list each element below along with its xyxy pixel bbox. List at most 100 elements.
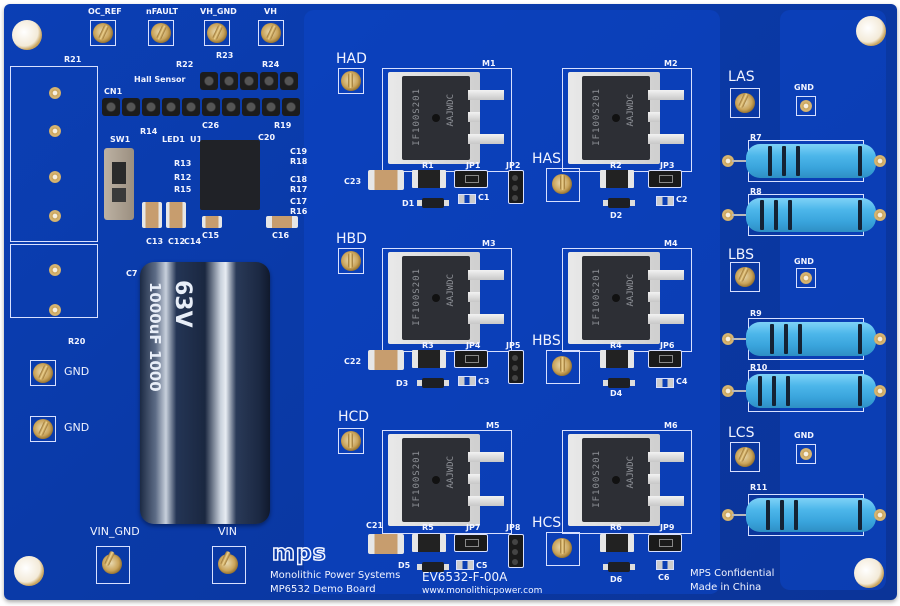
label-c26: C26 bbox=[202, 121, 220, 130]
test-point-lbs[interactable] bbox=[730, 262, 760, 292]
label-c20: C20 bbox=[258, 133, 276, 142]
label-d1: D1 bbox=[402, 199, 415, 208]
jumper-jp9[interactable] bbox=[648, 534, 682, 552]
test-point-nfault[interactable] bbox=[148, 20, 174, 46]
jumper-jp5[interactable] bbox=[508, 350, 524, 384]
label-m3: M3 bbox=[482, 239, 496, 248]
label-had: HAD bbox=[336, 51, 367, 67]
r20-pad-1 bbox=[49, 264, 61, 276]
test-point-vin-gnd[interactable] bbox=[96, 546, 130, 584]
label-hbd: HBD bbox=[336, 231, 367, 247]
test-point-las[interactable] bbox=[730, 88, 760, 118]
test-point-hbs[interactable] bbox=[546, 350, 580, 384]
jumper-jp6[interactable] bbox=[648, 350, 682, 368]
mounting-hole-top-right bbox=[856, 16, 886, 46]
hall-header-pin-4[interactable] bbox=[260, 72, 278, 90]
test-point-vh-gnd[interactable] bbox=[204, 20, 230, 46]
test-point-gnd-b[interactable] bbox=[796, 268, 816, 288]
label-r23: R23 bbox=[216, 51, 234, 60]
label-hall-sensor: Hall Sensor bbox=[134, 75, 186, 84]
label-r21: R21 bbox=[64, 55, 82, 64]
test-point-vin[interactable] bbox=[212, 546, 246, 584]
test-point-has[interactable] bbox=[546, 168, 580, 202]
label-r22: R22 bbox=[176, 60, 194, 69]
cn1-header[interactable] bbox=[102, 98, 300, 116]
jumper-jp2[interactable] bbox=[508, 170, 524, 204]
label-sw1: SW1 bbox=[110, 135, 131, 144]
label-hbs: HBS bbox=[532, 333, 561, 349]
label-r16: R16 bbox=[290, 207, 308, 216]
label-r20: R20 bbox=[68, 337, 86, 346]
r21-footprint bbox=[10, 66, 98, 242]
label-jp9: JP9 bbox=[660, 523, 675, 532]
test-point-hbd[interactable] bbox=[338, 248, 364, 274]
label-r1: R1 bbox=[422, 161, 434, 170]
label-m5: M5 bbox=[486, 421, 500, 430]
label-led1: LED1 bbox=[162, 135, 185, 144]
label-r13: R13 bbox=[174, 159, 192, 168]
r21-pad-1 bbox=[49, 87, 61, 99]
r21-pad-4 bbox=[49, 210, 61, 222]
cap-c3 bbox=[458, 376, 476, 386]
label-m6: M6 bbox=[664, 421, 678, 430]
label-c19: C19 bbox=[290, 147, 308, 156]
power-resistor-r10 bbox=[722, 370, 890, 412]
hall-header-pin-5[interactable] bbox=[280, 72, 298, 90]
label-vh: VH bbox=[264, 7, 277, 16]
test-point-gnd-a[interactable] bbox=[796, 96, 816, 116]
label-jp4: JP4 bbox=[466, 341, 481, 350]
mounting-hole-bottom-left bbox=[14, 556, 44, 586]
r21-pad-2 bbox=[49, 125, 61, 137]
label-c12: C12 bbox=[168, 237, 186, 246]
label-m1: M1 bbox=[482, 59, 496, 68]
test-point-gnd-1[interactable] bbox=[30, 360, 56, 386]
label-jp7: JP7 bbox=[466, 523, 481, 532]
resistor-r1 bbox=[412, 170, 446, 188]
label-c21: C21 bbox=[366, 521, 384, 530]
test-point-oc-ref[interactable] bbox=[90, 20, 116, 46]
test-point-vh[interactable] bbox=[258, 20, 284, 46]
label-gnd-b: GND bbox=[794, 257, 814, 266]
label-r4: R4 bbox=[610, 341, 622, 350]
hall-header-pin-1[interactable] bbox=[200, 72, 218, 90]
cap-c12 bbox=[166, 202, 186, 228]
cap-c22 bbox=[368, 350, 404, 370]
part-number: EV6532-F-00A bbox=[422, 570, 508, 584]
hall-header-pin-3[interactable] bbox=[240, 72, 258, 90]
resistor-r4 bbox=[600, 350, 634, 368]
company-name: Monolithic Power Systems bbox=[270, 570, 401, 581]
label-oc-ref: OC_REF bbox=[88, 7, 122, 16]
jumper-jp1[interactable] bbox=[454, 170, 488, 188]
jumper-jp4[interactable] bbox=[454, 350, 488, 368]
label-jp5: JP5 bbox=[506, 341, 521, 350]
label-lbs: LBS bbox=[728, 247, 755, 263]
diode-d5 bbox=[417, 562, 449, 572]
label-r6: R6 bbox=[610, 523, 622, 532]
label-c7: C7 bbox=[126, 269, 138, 278]
cap-c15 bbox=[202, 216, 222, 228]
mps-logo: mps bbox=[271, 540, 327, 567]
test-point-lcs[interactable] bbox=[730, 442, 760, 472]
jumper-jp3[interactable] bbox=[648, 170, 682, 188]
resistor-r3 bbox=[412, 350, 446, 368]
label-d2: D2 bbox=[610, 211, 623, 220]
label-c17: C17 bbox=[290, 197, 308, 206]
hall-header-pin-2[interactable] bbox=[220, 72, 238, 90]
test-point-hcs[interactable] bbox=[546, 532, 580, 566]
test-point-gnd-c[interactable] bbox=[796, 444, 816, 464]
power-resistor-r9 bbox=[722, 318, 890, 360]
slide-switch-sw1[interactable] bbox=[104, 148, 134, 220]
test-point-had[interactable] bbox=[338, 68, 364, 94]
ic-u1 bbox=[200, 140, 260, 210]
label-r24: R24 bbox=[262, 60, 280, 69]
label-d6: D6 bbox=[610, 575, 623, 584]
mounting-hole-bottom-right bbox=[854, 558, 884, 588]
jumper-jp8[interactable] bbox=[508, 534, 524, 568]
jumper-jp7[interactable] bbox=[454, 534, 488, 552]
test-point-gnd-2[interactable] bbox=[30, 416, 56, 442]
confidential-label: MPS Confidential bbox=[690, 568, 775, 579]
test-point-hcd[interactable] bbox=[338, 428, 364, 454]
